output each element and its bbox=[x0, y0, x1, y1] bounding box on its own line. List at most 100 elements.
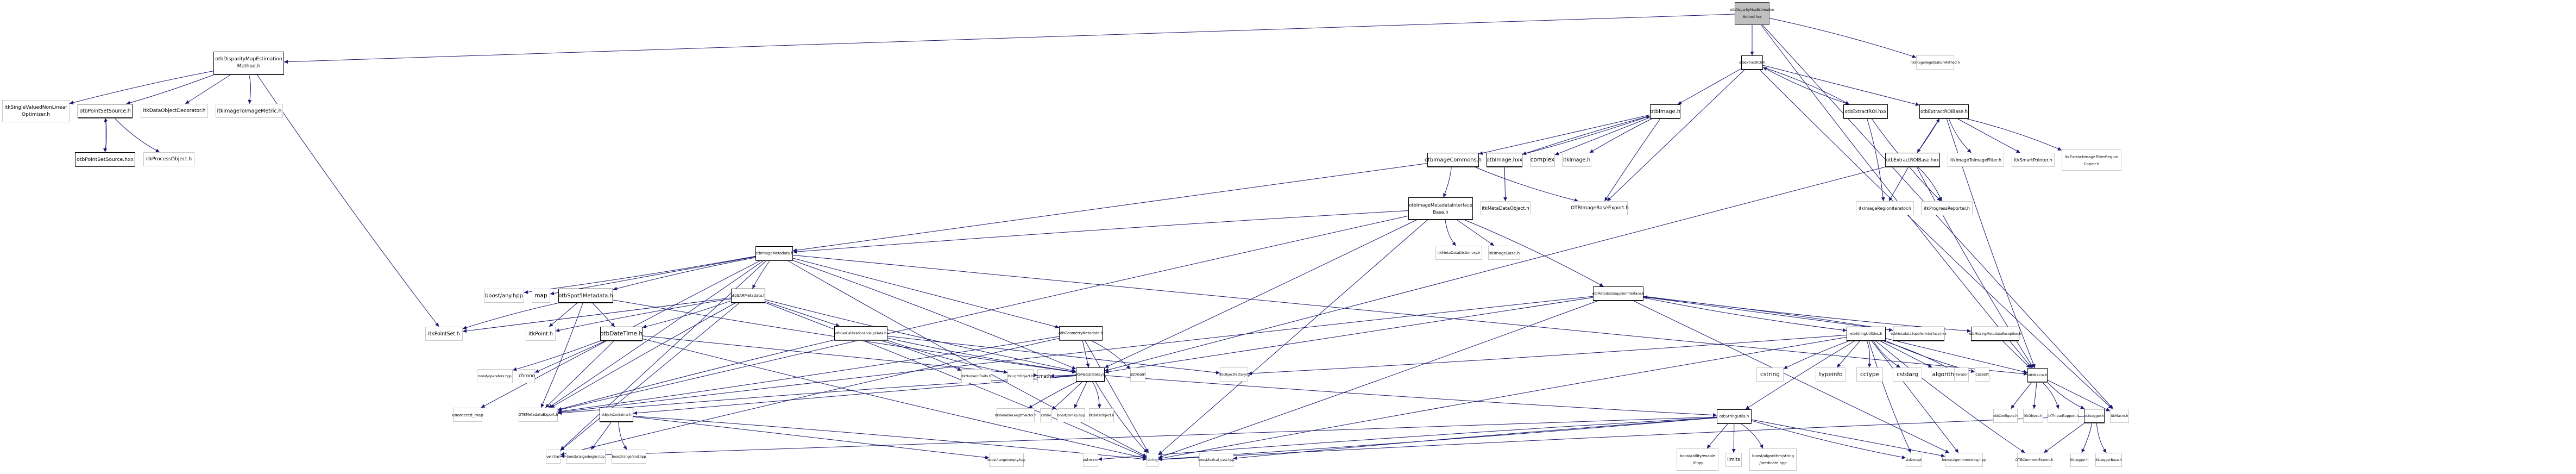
graph-node-msi-h[interactable]: otbMetadataSupplierInterface.h bbox=[1592, 286, 1644, 301]
edge-geommeta-to-string bbox=[1084, 340, 1149, 453]
edge-dmem-h-to-itk-pointset bbox=[256, 74, 439, 327]
edge-strutils-to-vector bbox=[560, 416, 1717, 458]
graph-node-vector: vector bbox=[546, 450, 560, 464]
graph-node-geommeta[interactable]: otbGeometryMetadata.h bbox=[1059, 326, 1103, 340]
graph-node-erb-h[interactable]: otbExtractROIBase.h bbox=[1919, 104, 1969, 118]
edge-otbmacro-to-itk-macro bbox=[2047, 379, 2111, 411]
graph-node-sarcal[interactable]: otbSarCalibrationLookupData.h bbox=[834, 326, 887, 340]
edge-imdib-to-string bbox=[1158, 219, 1428, 455]
graph-node-root[interactable]: otbDisparityMapEstimation Method.hxx bbox=[1730, 2, 1774, 25]
edge-erb-h-to-itk-eifrc bbox=[1965, 118, 2062, 151]
edge-strutil-to-otbmacro bbox=[1885, 338, 2028, 374]
graph-node-otbimage-h[interactable]: otbImage.h bbox=[1650, 104, 1680, 118]
graph-node-spot5[interactable]: otbSpot5Metadata.h bbox=[558, 289, 613, 303]
graph-node-br-end: boost/range/end.hpp bbox=[612, 450, 646, 464]
graph-node-sstream: sstream bbox=[1130, 367, 1145, 382]
graph-node-extractroi-hxx[interactable]: otbExtractROI.hxx bbox=[1843, 104, 1888, 118]
edge-otbimage-h-to-imgcommons bbox=[1478, 114, 1651, 155]
edge-pss-h-to-itk-po bbox=[114, 117, 160, 153]
graph-node-otbimage-hxx[interactable]: otbImage.hxx bbox=[1487, 153, 1522, 167]
graph-node-itk-itif: itkImageToImageFilter.h bbox=[1948, 153, 2004, 167]
edge-datetime-to-string bbox=[642, 338, 1147, 460]
graph-node-strutil[interactable]: otbStringUtilities.h bbox=[1847, 327, 1886, 341]
edge-sarmeta-to-datetime bbox=[642, 300, 732, 329]
edge-datetime-to-chrono bbox=[534, 340, 606, 373]
graph-node-string: string bbox=[1147, 453, 1158, 467]
graph-node-erb-hxx[interactable]: otbExtractROIBase.hxx bbox=[1885, 153, 1940, 167]
graph-node-imgcommons[interactable]: otbImageCommons.h bbox=[1425, 153, 1482, 167]
graph-node-typeinfo: typeinfo bbox=[1816, 367, 1846, 382]
edge-mdkey-to-boost-bimap bbox=[1074, 381, 1087, 409]
edge-erb-h-to-itk-sp bbox=[1957, 118, 2020, 153]
edge-mdkey-to-string bbox=[1095, 381, 1148, 453]
edge-strutils-to-boost-ei bbox=[1706, 423, 1729, 449]
graph-node-dmem-h[interactable]: otbDisparityMapEstimation Method.h bbox=[213, 52, 284, 74]
edge-root-to-dmem-h bbox=[284, 14, 1735, 64]
edge-spot5-to-datetime bbox=[592, 302, 615, 327]
edge-otblogger-to-string bbox=[1158, 416, 2084, 461]
graph-node-boost-pred: boost/algorithm/string /predicate.hpp bbox=[1749, 448, 1797, 471]
graph-node-sarmeta[interactable]: otbSARMetadata.h bbox=[730, 289, 766, 303]
graph-node-map: map bbox=[532, 289, 550, 303]
graph-node-imgmeta[interactable]: otbImageMetadata.h bbox=[755, 246, 793, 260]
edge-strutil-to-algorithm bbox=[1880, 340, 1932, 368]
graph-node-itk-lb: itkLoggerBase.h bbox=[2095, 453, 2122, 467]
edge-otbimage-h-to-otbimage-hxx bbox=[1522, 115, 1651, 155]
graph-node-itk-nt: itkNumericTraits.h bbox=[961, 369, 991, 383]
graph-node-msi-hxx[interactable]: otbMetadataSupplierInterface.hxx bbox=[1891, 327, 1947, 341]
graph-node-iterator: iterator bbox=[1954, 367, 1969, 382]
edge-imgmeta-to-geommeta bbox=[792, 258, 1060, 329]
graph-node-joincont[interactable]: otbJoinContainer.h bbox=[600, 408, 633, 422]
graph-node-otbmacro[interactable]: otbMacro.h bbox=[2027, 368, 2048, 382]
edge-strutil-to-typeinfo bbox=[1836, 340, 1861, 368]
edge-erb-h-to-itk-itif bbox=[1948, 118, 1972, 153]
edge-imgmeta-to-otbme bbox=[548, 260, 764, 408]
graph-node-missing[interactable]: otbMissingMetadataException.h bbox=[1969, 327, 2021, 341]
graph-node-imdib[interactable]: otbImageMetadataInterface Base.h bbox=[1408, 197, 1473, 220]
graph-node-itk-of: itkObjectFactory.h bbox=[1219, 367, 1249, 382]
graph-node-itk-ib: itkImageBase.h bbox=[1488, 246, 1520, 260]
edge-extractroi-h-to-otbibe bbox=[1607, 69, 1745, 202]
edge-otbimage-h-to-otbibe bbox=[1604, 118, 1661, 202]
graph-node-otblogger[interactable]: otbLogger.h bbox=[2084, 409, 2105, 423]
edge-root-to-otbmacro bbox=[1761, 24, 2032, 369]
graph-node-pss-h[interactable]: otbPointSetSource.h bbox=[78, 104, 133, 118]
edge-joincont-to-br-begin bbox=[590, 421, 612, 450]
edge-geommeta-to-vector bbox=[560, 338, 1060, 456]
edge-sarcal-to-mdkey bbox=[887, 338, 1076, 373]
graph-node-strutils[interactable]: otbStringUtils.h bbox=[1717, 409, 1752, 423]
edge-msi-h-to-string bbox=[1158, 300, 1599, 459]
graph-node-cctype: cctype bbox=[1856, 367, 1883, 382]
graph-node-mdkey[interactable]: otbMetaDataKey.h bbox=[1075, 367, 1105, 382]
graph-node-itk-irm: itkImageRegistrationMethod.h bbox=[1911, 55, 1960, 70]
graph-node-boost-str: boost/algorithm/string.hpp bbox=[1942, 453, 1986, 467]
edge-sarcal-to-itk-lo bbox=[887, 340, 1008, 374]
edge-mdkey-to-cmath bbox=[1050, 373, 1076, 378]
edge-strutil-to-string bbox=[1158, 336, 1847, 460]
edge-strutil-to-strutils bbox=[1745, 340, 1855, 410]
graph-node-datetime[interactable]: otbDateTime.h bbox=[600, 327, 643, 341]
graph-node-pss-hxx[interactable]: otbPointSetSource.hxx bbox=[75, 152, 135, 166]
edge-erb-hxx-to-erb-h bbox=[1917, 118, 1940, 153]
edge-sarmeta-to-vector bbox=[560, 302, 740, 451]
edge-strutil-to-cctype bbox=[1866, 340, 1872, 368]
graph-node-cstdarg: cstdarg bbox=[1893, 367, 1922, 382]
edge-imgmeta-to-otbmacro bbox=[792, 254, 2028, 376]
graph-node-extractroi-h[interactable]: otbExtractROI.h bbox=[1739, 55, 1765, 70]
edge-msi-h-to-msi-hxx bbox=[1643, 296, 1893, 332]
graph-node-otbme: OTBMetadataExport.h bbox=[518, 408, 558, 422]
edge-otblogger-to-itk-lb bbox=[2096, 422, 2107, 453]
graph-node-stdexcept: stdexcept bbox=[1906, 453, 1922, 467]
edge-spot5-to-itk-point bbox=[549, 302, 578, 327]
graph-node-itk-lo: itkLightObject.h bbox=[1007, 369, 1034, 383]
graph-node-unordered-map: unordered_map bbox=[452, 408, 483, 422]
edge-strutils-to-stdexcept bbox=[1751, 420, 1906, 459]
edge-imgmeta-to-mdkey bbox=[792, 260, 1076, 370]
edge-msi-h-to-missing bbox=[1643, 296, 1972, 333]
edge-imgmeta-to-boost-any bbox=[524, 255, 756, 294]
edge-otbimage-hxx-to-otbimage-h bbox=[1522, 115, 1651, 155]
edge-imdib-to-itk-mdd bbox=[1445, 219, 1457, 246]
edge-spot5-to-itk-pointset bbox=[462, 302, 560, 329]
edge-strutils-to-boost-str bbox=[1751, 419, 1945, 458]
edge-strutils-to-boost-pred bbox=[1740, 423, 1763, 449]
